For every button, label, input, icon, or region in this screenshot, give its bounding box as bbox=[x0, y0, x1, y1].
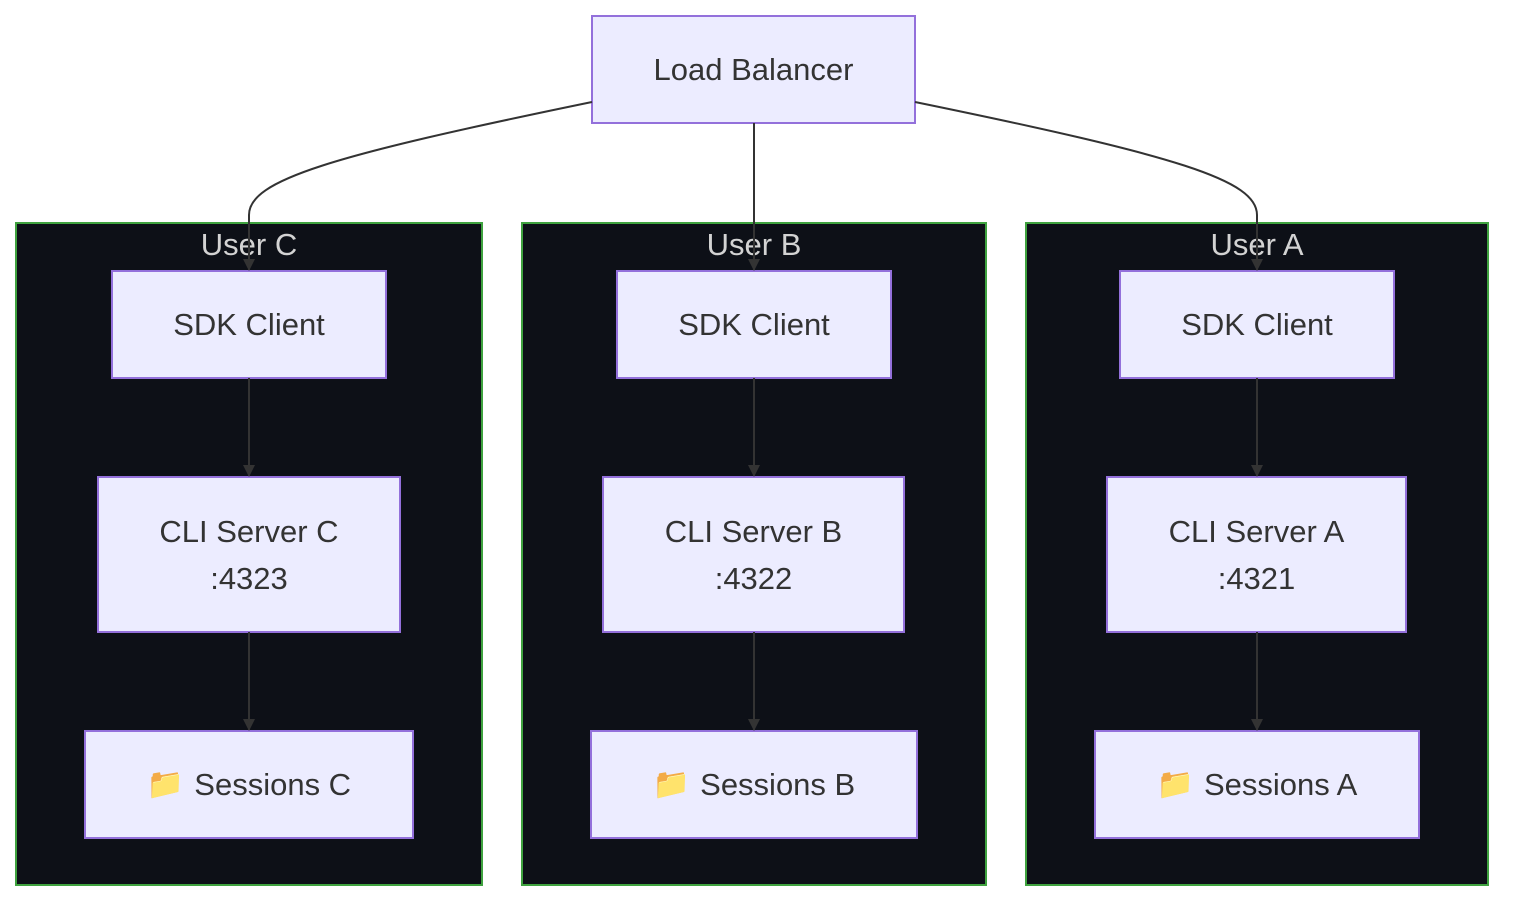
cluster-title-user-a: User A bbox=[1210, 227, 1304, 262]
sessions-c-node[interactable]: 📁 Sessions C bbox=[84, 730, 414, 839]
load-balancer-label: Load Balancer bbox=[653, 52, 854, 87]
cli-server-c-name: CLI Server C bbox=[159, 513, 339, 549]
cli-server-c-node[interactable]: CLI Server C :4323 bbox=[97, 476, 401, 633]
cli-server-b-node[interactable]: CLI Server B :4322 bbox=[602, 476, 905, 633]
sessions-a-label: Sessions A bbox=[1203, 767, 1358, 802]
folder-icon: 📁 bbox=[1156, 767, 1194, 801]
load-balancer-node[interactable]: Load Balancer bbox=[591, 15, 916, 124]
sdk-client-b-node[interactable]: SDK Client bbox=[616, 270, 892, 379]
sdk-client-a-label: SDK Client bbox=[1181, 307, 1333, 342]
sessions-c-label: Sessions C bbox=[194, 767, 352, 802]
sessions-b-label: Sessions B bbox=[700, 767, 856, 802]
cli-server-a-name: CLI Server A bbox=[1168, 513, 1345, 549]
sdk-client-b-label: SDK Client bbox=[678, 307, 830, 342]
cli-server-c-port: :4323 bbox=[210, 560, 288, 596]
cli-server-a-node[interactable]: CLI Server A :4321 bbox=[1106, 476, 1407, 633]
cluster-title-user-c: User C bbox=[200, 227, 298, 262]
folder-icon: 📁 bbox=[652, 767, 691, 801]
cli-server-b-port: :4322 bbox=[714, 560, 793, 596]
cli-server-b-name: CLI Server B bbox=[664, 513, 843, 549]
cluster-title-user-b: User B bbox=[706, 227, 802, 262]
cli-server-a-port: :4321 bbox=[1217, 560, 1296, 596]
sdk-client-a-node[interactable]: SDK Client bbox=[1119, 270, 1395, 379]
folder-icon: 📁 bbox=[146, 767, 185, 801]
sdk-client-c-node[interactable]: SDK Client bbox=[111, 270, 387, 379]
sdk-client-c-label: SDK Client bbox=[173, 307, 325, 342]
sessions-a-node[interactable]: 📁 Sessions A bbox=[1094, 730, 1420, 839]
sessions-b-node[interactable]: 📁 Sessions B bbox=[590, 730, 918, 839]
